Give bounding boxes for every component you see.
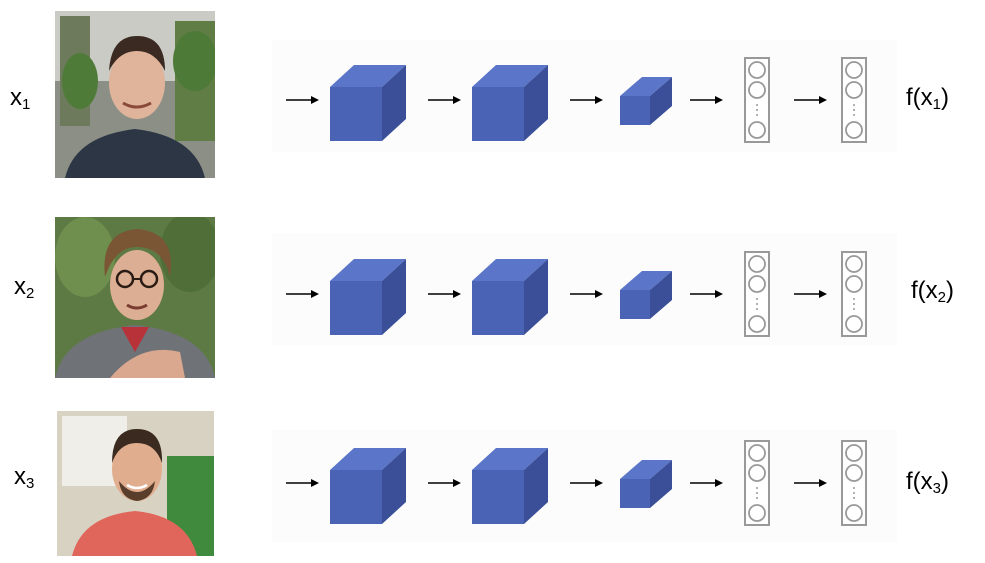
arrow-icon <box>794 96 827 104</box>
conv-block-3 <box>620 271 672 319</box>
network-diagram-3 <box>286 440 867 526</box>
network-diagram-2 <box>286 251 867 337</box>
network-row-1: x1 <box>0 0 985 190</box>
arrow-icon <box>690 96 723 104</box>
conv-block-2 <box>472 259 548 335</box>
arrow-icon <box>428 96 461 104</box>
conv-block-3 <box>620 77 672 125</box>
network-row-2: x2 <box>0 195 985 390</box>
portrait-photo-icon <box>57 411 214 556</box>
vector-layer-2 <box>841 440 867 526</box>
input-label-2: x2 <box>14 273 35 303</box>
portrait-photo-icon <box>55 11 215 178</box>
output-label-1: f(x1) <box>906 84 950 114</box>
conv-block-1 <box>330 448 406 524</box>
arrow-icon <box>570 96 603 104</box>
input-photo-2 <box>55 217 215 378</box>
network-row-3: x3 <box>0 390 985 563</box>
arrow-icon <box>794 290 827 298</box>
conv-block-3 <box>620 460 672 508</box>
conv-block-2 <box>472 65 548 141</box>
output-label-3: f(x3) <box>906 468 950 498</box>
arrow-icon <box>570 290 603 298</box>
output-label-2: f(x2) <box>911 277 955 307</box>
conv-block-2 <box>472 448 548 524</box>
arrow-icon <box>794 479 827 487</box>
vector-layer-1 <box>744 251 770 337</box>
arrow-icon <box>690 290 723 298</box>
conv-block-1 <box>330 65 406 141</box>
conv-block-1 <box>330 259 406 335</box>
portrait-photo-icon <box>55 217 215 378</box>
arrow-icon <box>286 479 319 487</box>
input-label-3: x3 <box>14 463 35 493</box>
input-label-1: x1 <box>10 84 31 114</box>
arrow-icon <box>570 479 603 487</box>
arrow-icon <box>428 290 461 298</box>
arrow-icon <box>286 290 319 298</box>
input-photo-3 <box>57 411 214 556</box>
vector-layer-1 <box>744 440 770 526</box>
network-diagram-1 <box>286 57 867 143</box>
vector-layer-2 <box>841 57 867 143</box>
arrow-icon <box>286 96 319 104</box>
vector-layer-1 <box>744 57 770 143</box>
arrow-icon <box>690 479 723 487</box>
vector-layer-2 <box>841 251 867 337</box>
arrow-icon <box>428 479 461 487</box>
input-photo-1 <box>55 11 215 178</box>
